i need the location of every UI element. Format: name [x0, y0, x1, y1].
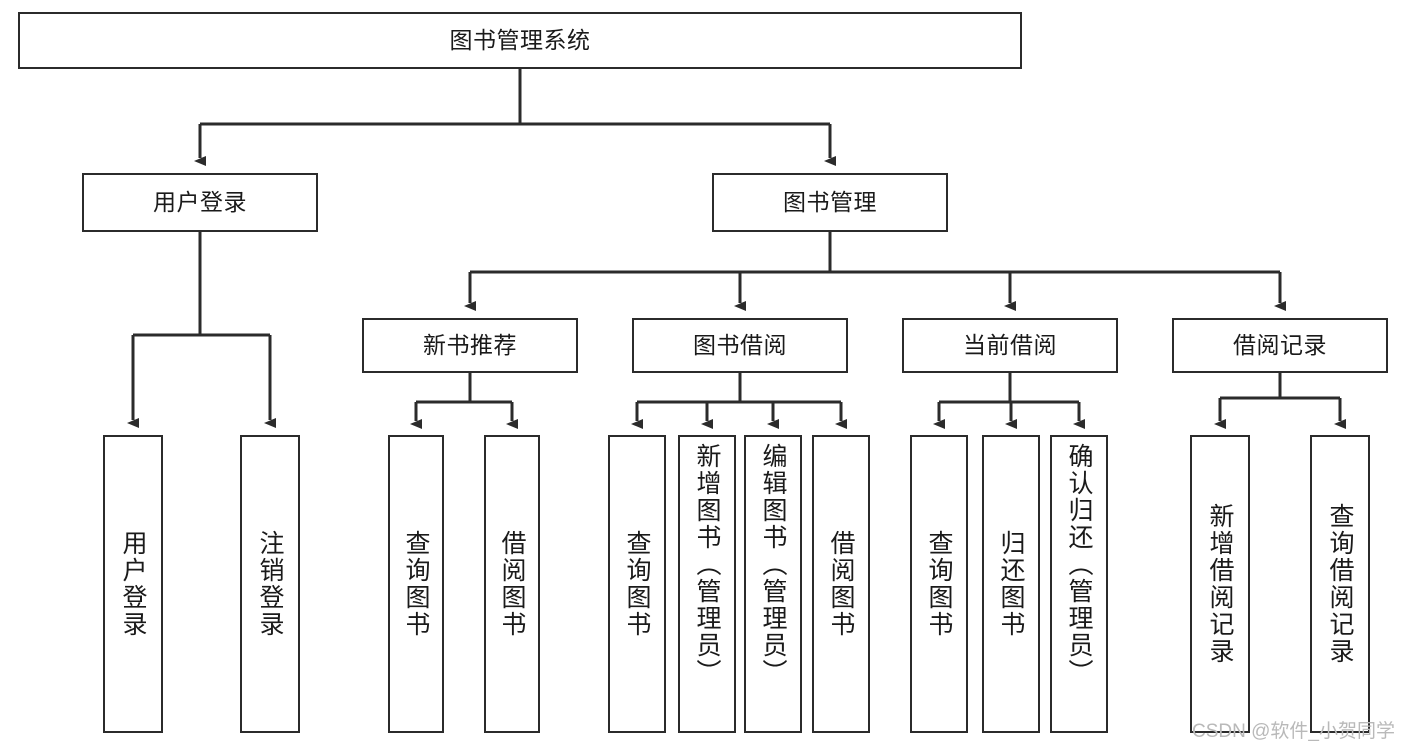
node-leaf-edit-book-label: 编辑图书（管理员） [759, 443, 787, 686]
node-book-borrow-label: 图书借阅 [693, 331, 787, 358]
node-leaf-user-logout-label: 注销登录 [256, 530, 284, 638]
node-leaf-add-book[interactable]: 新增图书（管理员） [678, 435, 736, 733]
node-root[interactable]: 图书管理系统 [18, 12, 1022, 69]
node-leaf-confirm-return-label: 确认归还（管理员） [1065, 443, 1093, 686]
node-leaf-query-record[interactable]: 查询借阅记录 [1310, 435, 1370, 733]
node-root-label: 图书管理系统 [449, 26, 591, 53]
node-user-login-label: 用户登录 [153, 188, 247, 215]
node-leaf-user-login[interactable]: 用户登录 [103, 435, 163, 733]
node-leaf-borrow-book-1[interactable]: 借阅图书 [484, 435, 540, 733]
node-leaf-query-book-3-label: 查询图书 [925, 530, 953, 638]
node-user-login[interactable]: 用户登录 [82, 173, 318, 232]
node-leaf-query-book-2[interactable]: 查询图书 [608, 435, 666, 733]
node-current-borrow[interactable]: 当前借阅 [902, 318, 1118, 373]
node-leaf-confirm-return[interactable]: 确认归还（管理员） [1050, 435, 1108, 733]
node-leaf-borrow-book-1-label: 借阅图书 [498, 530, 526, 638]
node-leaf-query-book-1-label: 查询图书 [402, 530, 430, 638]
node-book-manage[interactable]: 图书管理 [712, 173, 948, 232]
node-borrow-record[interactable]: 借阅记录 [1172, 318, 1388, 373]
node-leaf-return-book[interactable]: 归还图书 [982, 435, 1040, 733]
node-book-manage-label: 图书管理 [783, 188, 877, 215]
node-new-book-rec-label: 新书推荐 [423, 331, 517, 358]
node-leaf-query-book-3[interactable]: 查询图书 [910, 435, 968, 733]
node-borrow-record-label: 借阅记录 [1233, 331, 1327, 358]
node-new-book-rec[interactable]: 新书推荐 [362, 318, 578, 373]
node-leaf-user-login-label: 用户登录 [119, 530, 147, 638]
node-leaf-query-book-2-label: 查询图书 [623, 530, 651, 638]
node-leaf-edit-book[interactable]: 编辑图书（管理员） [744, 435, 802, 733]
csdn-watermark: CSDN @软件_小贺同学 [1192, 721, 1395, 742]
node-leaf-borrow-book-2[interactable]: 借阅图书 [812, 435, 870, 733]
node-leaf-add-record-label: 新增借阅记录 [1206, 503, 1234, 665]
node-leaf-add-record[interactable]: 新增借阅记录 [1190, 435, 1250, 733]
node-leaf-query-book-1[interactable]: 查询图书 [388, 435, 444, 733]
node-leaf-user-logout[interactable]: 注销登录 [240, 435, 300, 733]
node-leaf-add-book-label: 新增图书（管理员） [693, 443, 721, 686]
node-leaf-return-book-label: 归还图书 [997, 530, 1025, 638]
node-book-borrow[interactable]: 图书借阅 [632, 318, 848, 373]
node-leaf-query-record-label: 查询借阅记录 [1326, 503, 1354, 665]
node-current-borrow-label: 当前借阅 [963, 331, 1057, 358]
node-leaf-borrow-book-2-label: 借阅图书 [827, 530, 855, 638]
